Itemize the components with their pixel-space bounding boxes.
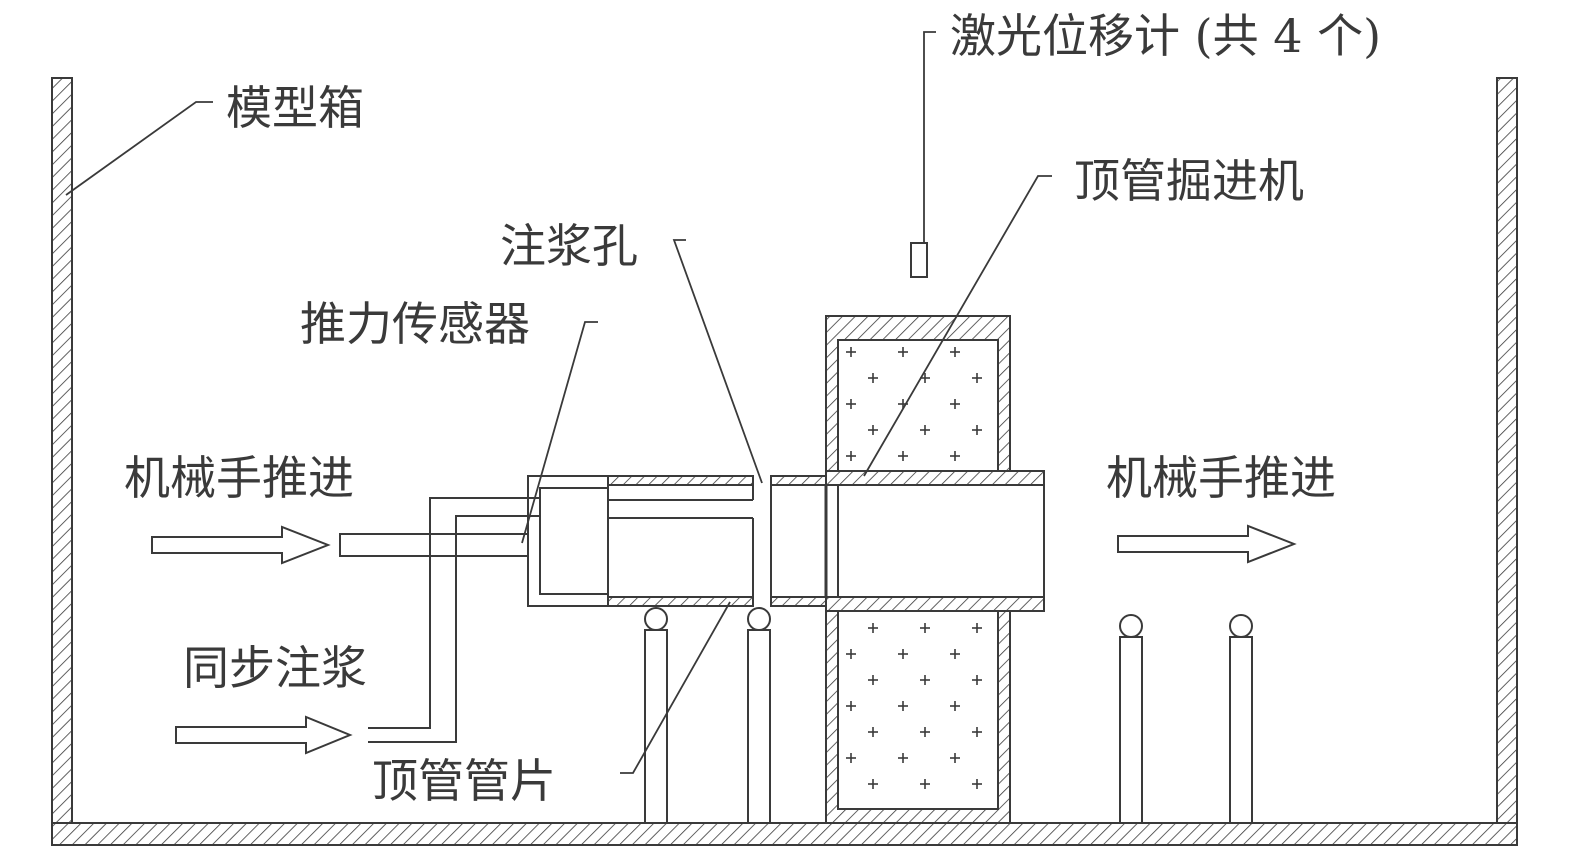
robot-arm-push-right-label: 机械手推进 bbox=[1106, 451, 1336, 505]
pipe-segment-label: 顶管管片 bbox=[372, 754, 556, 808]
soil-block-bottom-inner bbox=[837, 610, 999, 810]
roller-3 bbox=[1119, 614, 1143, 824]
model-box-label: 模型箱 bbox=[226, 81, 364, 135]
pipe-jacking-machine-label: 顶管掘进机 bbox=[1074, 154, 1304, 208]
roller-2 bbox=[747, 607, 771, 824]
roller-4 bbox=[1229, 614, 1253, 824]
front-segment-top bbox=[770, 475, 827, 486]
soil-block-top-inner bbox=[837, 339, 999, 472]
robot-arm-push-left-label: 机械手推进 bbox=[124, 451, 354, 505]
model-box-left-wall bbox=[51, 77, 73, 824]
front-segment-bottom bbox=[770, 596, 827, 607]
front-pipe-segment bbox=[770, 475, 827, 607]
synchronous-grouting-label: 同步注浆 bbox=[183, 641, 367, 695]
roller-1 bbox=[644, 607, 668, 824]
support-rollers bbox=[644, 607, 1253, 824]
rear-pipe-segment bbox=[339, 475, 754, 743]
jacking-machine-shell-bottom bbox=[825, 596, 1045, 612]
thrust-sensor-label: 推力传感器 bbox=[300, 297, 530, 351]
model-box bbox=[51, 77, 1518, 846]
grouting-arrow bbox=[175, 715, 353, 755]
pipe-jacking-machine bbox=[824, 470, 1045, 612]
grouting-hole-label: 注浆孔 bbox=[500, 219, 638, 273]
laser-displacement-meter-icon bbox=[910, 242, 928, 278]
push-arrow-left bbox=[151, 525, 331, 565]
leader-lines bbox=[65, 101, 1052, 774]
jacking-machine-shell-top bbox=[825, 470, 1045, 486]
soil-plus-marks bbox=[846, 347, 982, 789]
rear-segment-bottom bbox=[607, 596, 754, 607]
rear-segment-top bbox=[607, 475, 754, 486]
model-box-floor bbox=[51, 822, 1518, 846]
model-box-right-wall bbox=[1496, 77, 1518, 824]
laser-displacement-meter-label: 激光位移计 (共 4 个) bbox=[950, 9, 1381, 63]
soil-block bbox=[825, 315, 1011, 824]
push-arrow-right bbox=[1117, 524, 1297, 564]
